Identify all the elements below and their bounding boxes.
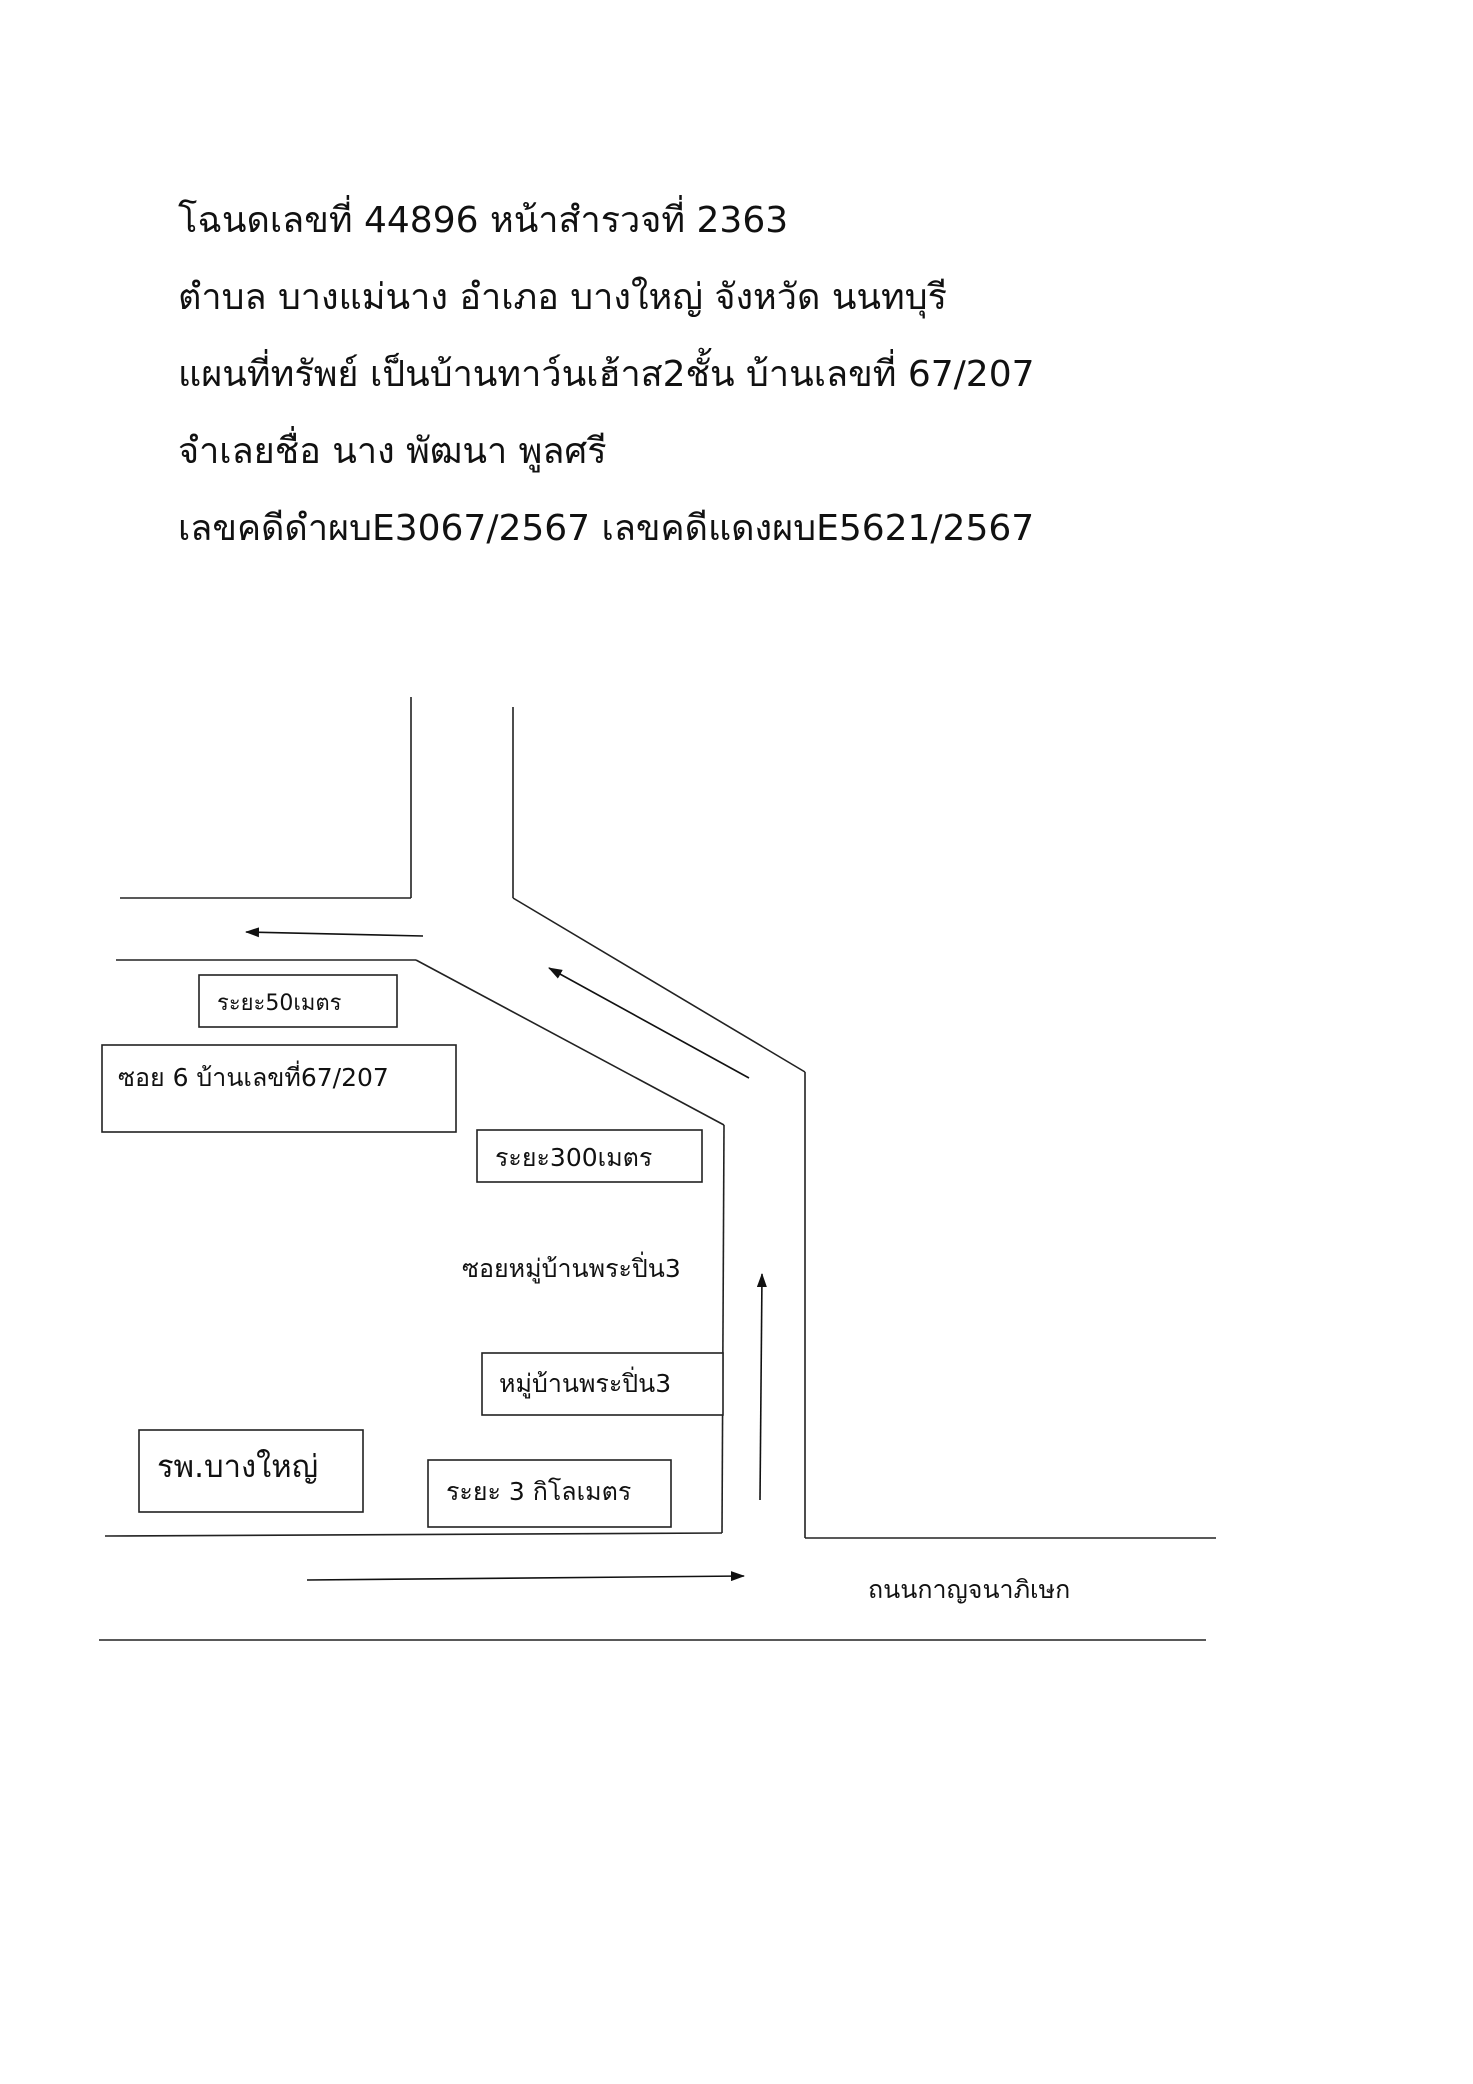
soi6-house-box [101,1044,457,1133]
village-label: หมู่บ้านพระปิ่น3 [499,1366,671,1399]
soi6-house-label: ซอย 6 บ้านเลขที่67/207 [118,1060,389,1092]
arrow-village-soi-north [756,1273,767,1501]
main-road-label: ถนนกาญจนาภิเษก [868,1575,1070,1604]
defendant-line: จำเลยชื่อ นาง พัฒนา พูลศรี [178,431,607,472]
case-number-line: เลขคดีดำผบE3067/2567 เลขคดีแดงผบE5621/25… [178,508,1035,549]
distance-50m-box [198,974,398,1028]
village-box [481,1352,724,1416]
distance-3km-box [427,1459,672,1528]
main-road-top-edge-left [104,1532,723,1537]
location-line: ตำบล บางแม่นาง อำเภอ บางใหญ่ จังหวัด นนท… [178,277,947,318]
arrow-main-road-east [306,1571,745,1582]
diagonal-road-left-edge [415,959,725,1126]
hospital-label: รพ.บางใหญ่ [157,1449,318,1485]
distance-3km-label: ระยะ 3 กิโลเมตร [446,1477,631,1506]
property-line: แผนที่ทรัพย์ เป็นบ้านทาว์นเฮ้าส2ชั้น บ้า… [178,354,1035,395]
diagonal-road-right-edge [512,897,806,1073]
village-soi-label: ซอยหมู่บ้านพระปิ่น3 [462,1251,681,1284]
hospital-box [138,1429,364,1513]
arrow-diagonal-northwest [548,967,750,1079]
map-header: โฉนดเลขที่ 44896 หน้าสำรวจที่ 2363 ตำบล … [178,182,1378,567]
distance-300m-label: ระยะ300เมตร [495,1143,652,1172]
village-soi-left-edge [721,1124,725,1534]
arrow-soi6-west [245,927,424,938]
distance-50m-label: ระยะ50เมตร [217,991,342,1016]
title-deed-line: โฉนดเลขที่ 44896 หน้าสำรวจที่ 2363 [178,200,789,241]
distance-300m-box [476,1129,703,1183]
